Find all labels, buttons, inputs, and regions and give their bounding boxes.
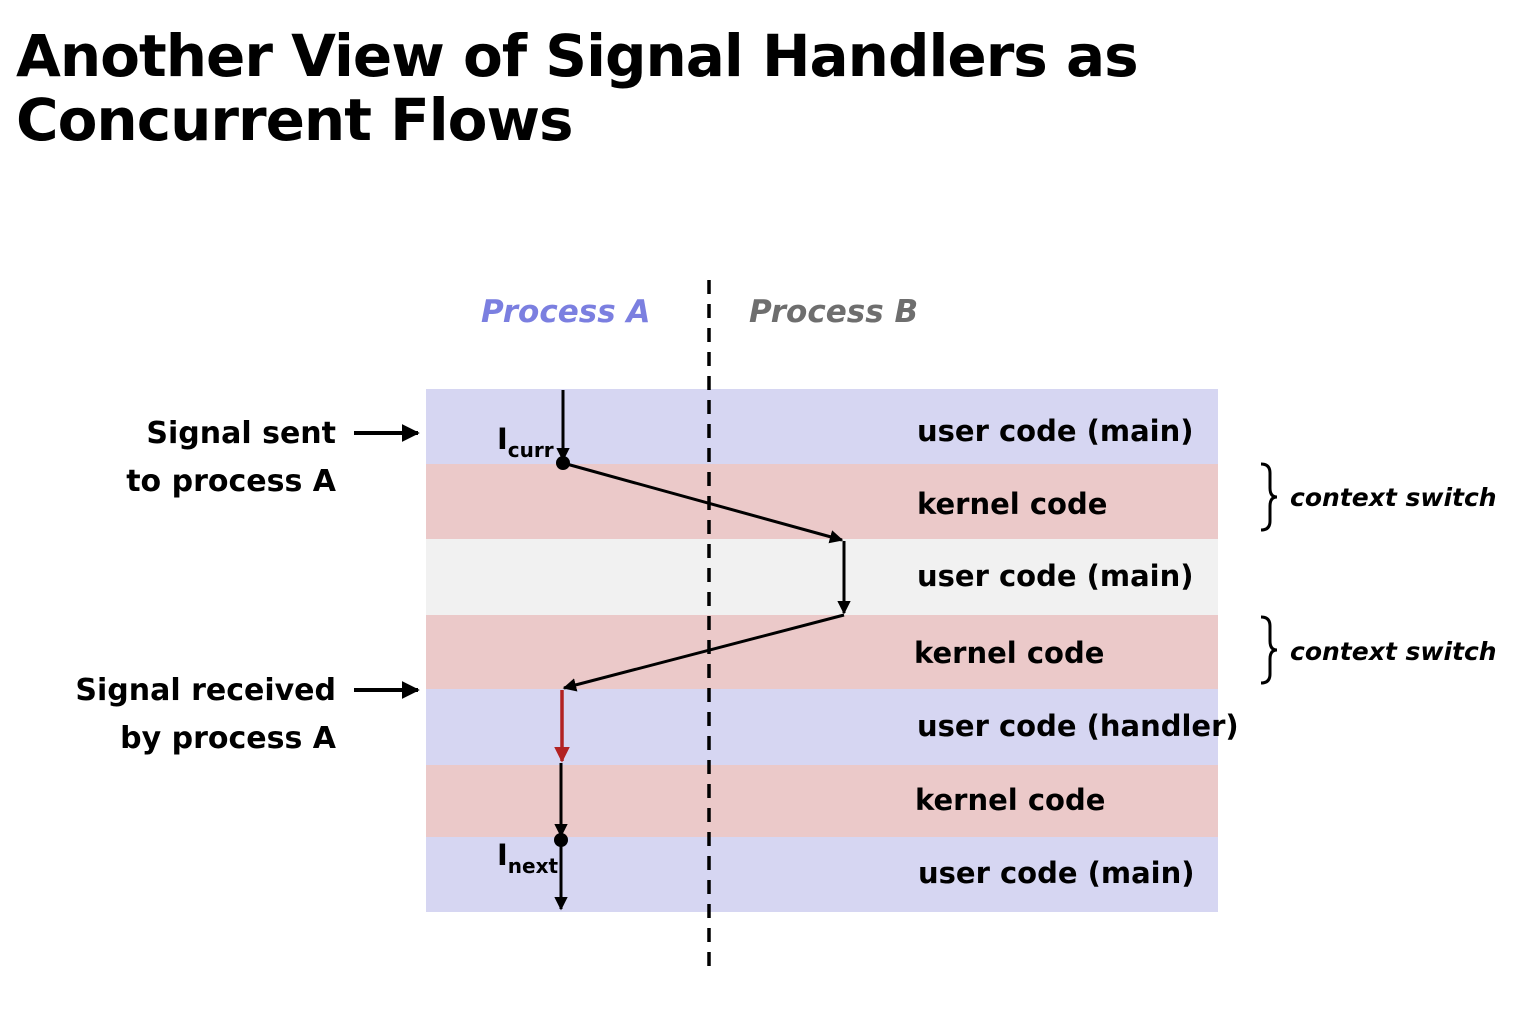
band-label-kernel-2: kernel code	[914, 636, 1105, 670]
band-kernel-code-1	[426, 464, 1218, 539]
context-switch-label-2: context switch	[1290, 637, 1497, 666]
signal-sent-line-2: to process A	[126, 464, 336, 499]
instruction-curr-base: I	[497, 422, 508, 456]
band-label-kernel-3: kernel code	[915, 783, 1106, 817]
instruction-next-base: I	[497, 838, 508, 872]
band-label-user-main-3: user code (main)	[918, 856, 1195, 890]
slide-title-line-1: Another View of Signal Handlers as	[16, 22, 1139, 90]
process-a-label: Process A	[481, 294, 651, 330]
band-label-user-main-2: user code (main)	[917, 559, 1194, 593]
band-label-user-handler: user code (handler)	[917, 709, 1239, 743]
band-label-kernel-1: kernel code	[917, 487, 1108, 521]
flow-arrow-back-to-process-a	[562, 613, 845, 692]
signal-received-label: Signal received by process A	[75, 667, 336, 763]
flow-arrow-to-process-b	[562, 461, 844, 544]
band-kernel-code-2	[426, 615, 1218, 689]
slide-title: Another View of Signal Handlers as Concu…	[16, 24, 1216, 152]
band-label-user-main-1: user code (main)	[917, 414, 1194, 448]
instruction-curr-label: Icurr	[497, 422, 554, 460]
signal-received-line-1: Signal received	[75, 673, 336, 708]
signal-received-line-2: by process A	[120, 721, 336, 756]
instruction-curr-sub: curr	[507, 438, 554, 462]
instruction-next-label: Inext	[497, 838, 558, 876]
context-switch-label-1: context switch	[1290, 483, 1497, 512]
context-switch-brace-1	[1260, 462, 1278, 532]
signal-sent-line-1: Signal sent	[146, 416, 336, 451]
context-switch-brace-2	[1260, 615, 1278, 685]
slide-title-line-2: Concurrent Flows	[16, 86, 574, 154]
process-b-label: Process B	[749, 294, 919, 330]
band-user-code-main-2	[426, 539, 1218, 615]
signal-sent-label: Signal sent to process A	[126, 410, 336, 506]
instruction-next-sub: next	[507, 854, 559, 878]
